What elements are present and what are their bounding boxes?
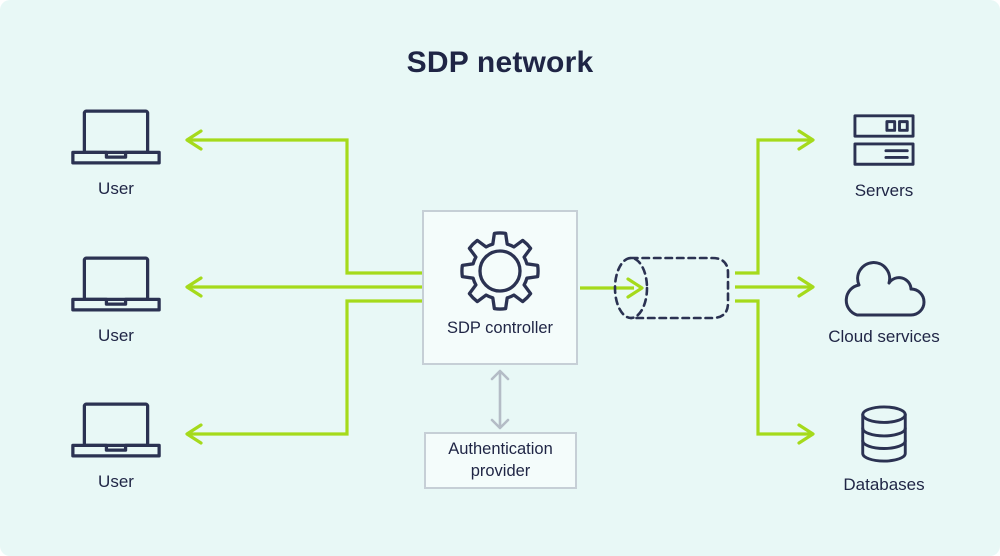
arrow-to-user-1 — [185, 129, 422, 275]
auth-link-arrow — [490, 369, 510, 430]
databases-label: Databases — [843, 475, 925, 494]
page-title: SDP network — [406, 46, 594, 79]
arrow-to-user-3 — [185, 299, 422, 445]
user-node-3: User — [56, 401, 176, 492]
cloud-node: Cloud services — [824, 257, 944, 347]
laptop-icon — [71, 109, 161, 165]
user-node-1: User — [56, 108, 176, 199]
user-label: User — [98, 179, 134, 198]
arrow-to-databases — [735, 299, 815, 445]
controller-label: SDP controller — [446, 319, 554, 337]
cloud-icon — [844, 261, 926, 317]
auth-label: Authentication provider — [448, 440, 553, 480]
sdp-controller-box: SDP controller — [422, 210, 578, 365]
user-label: User — [98, 472, 134, 491]
servers-icon — [853, 114, 915, 166]
cloud-label: Cloud services — [828, 327, 940, 346]
servers-label: Servers — [854, 181, 914, 200]
laptop-icon — [71, 402, 161, 458]
laptop-icon — [71, 256, 161, 312]
user-node-2: User — [56, 255, 176, 346]
servers-node: Servers — [824, 113, 944, 201]
arrow-to-cloud — [735, 276, 815, 298]
user-label: User — [98, 326, 134, 345]
tunnel-icon — [613, 256, 730, 320]
gear-icon — [460, 231, 540, 311]
arrow-to-servers — [735, 129, 815, 275]
arrow-to-user-2 — [185, 276, 422, 298]
database-icon — [861, 405, 907, 463]
databases-node: Databases — [824, 405, 944, 495]
arrow-controller-to-tunnel — [580, 277, 644, 299]
auth-provider-box: Authentication provider — [424, 432, 577, 489]
